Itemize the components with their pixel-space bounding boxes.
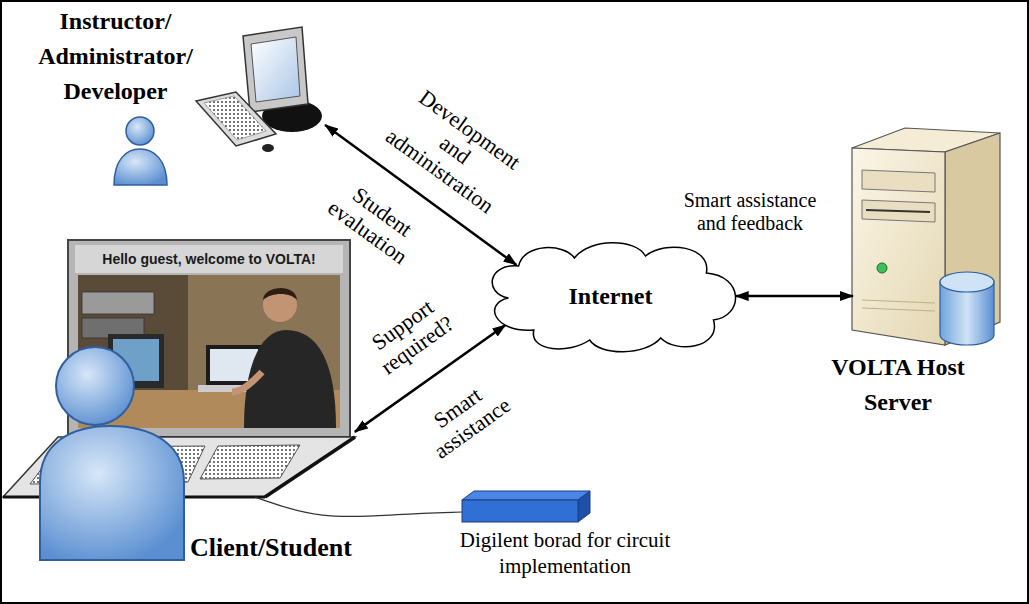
server-front <box>852 148 945 345</box>
photo-instrument <box>82 292 154 314</box>
actor-node: Instructor/ Administrator/ Developer <box>25 2 330 192</box>
node-label: Instructor/ Administrator/ Developer <box>28 4 203 108</box>
person-head <box>56 347 134 425</box>
photo-person-head <box>263 288 297 322</box>
vent-line <box>862 300 935 303</box>
board-top <box>462 491 590 500</box>
drive-slot <box>866 210 930 212</box>
monitor-screen <box>251 37 300 102</box>
edge-label: Smart assistance and feedback <box>670 189 830 235</box>
photo-person-hair <box>263 288 297 300</box>
database-top <box>940 272 994 292</box>
keyboard-keys <box>204 96 266 140</box>
server-node: VOLTA Host Server <box>800 125 1000 425</box>
node-label: Digilent borad for circuit implementatio… <box>445 527 685 580</box>
photo-person-arm <box>232 372 262 392</box>
keyboard <box>196 92 276 146</box>
double-arrow <box>736 295 853 298</box>
vent-line <box>862 308 935 311</box>
edge-note: Smart assistance <box>406 365 525 470</box>
node-label: Client/Student <box>190 532 390 563</box>
edge-label: Support required? <box>357 287 464 383</box>
board-front <box>462 500 578 522</box>
person-body <box>114 149 167 185</box>
drive-bay <box>862 200 935 222</box>
device-node: Digilent borad for circuit implementatio… <box>420 485 720 585</box>
power-led <box>877 263 887 273</box>
screen-text: Hello guest, welcome to VOLTA! <box>78 251 340 267</box>
edge-label: Development and administration <box>372 75 538 225</box>
node-label: VOLTA Host Server <box>800 350 996 420</box>
cable-line <box>255 497 462 517</box>
drive-bay <box>862 170 935 192</box>
person-head <box>126 117 154 145</box>
monitor <box>243 27 308 112</box>
actor-node: Client/Student <box>5 238 395 583</box>
node-label: Internet <box>478 282 743 311</box>
cloud-node: Internet <box>478 238 747 356</box>
mouse <box>262 144 274 152</box>
board-side <box>578 491 590 522</box>
edge-note: Student evaluation <box>316 169 435 275</box>
person-body <box>40 426 184 560</box>
screen-title-bar <box>75 245 343 273</box>
laptop-touchpad <box>200 445 300 479</box>
laptop-edge <box>265 437 355 497</box>
